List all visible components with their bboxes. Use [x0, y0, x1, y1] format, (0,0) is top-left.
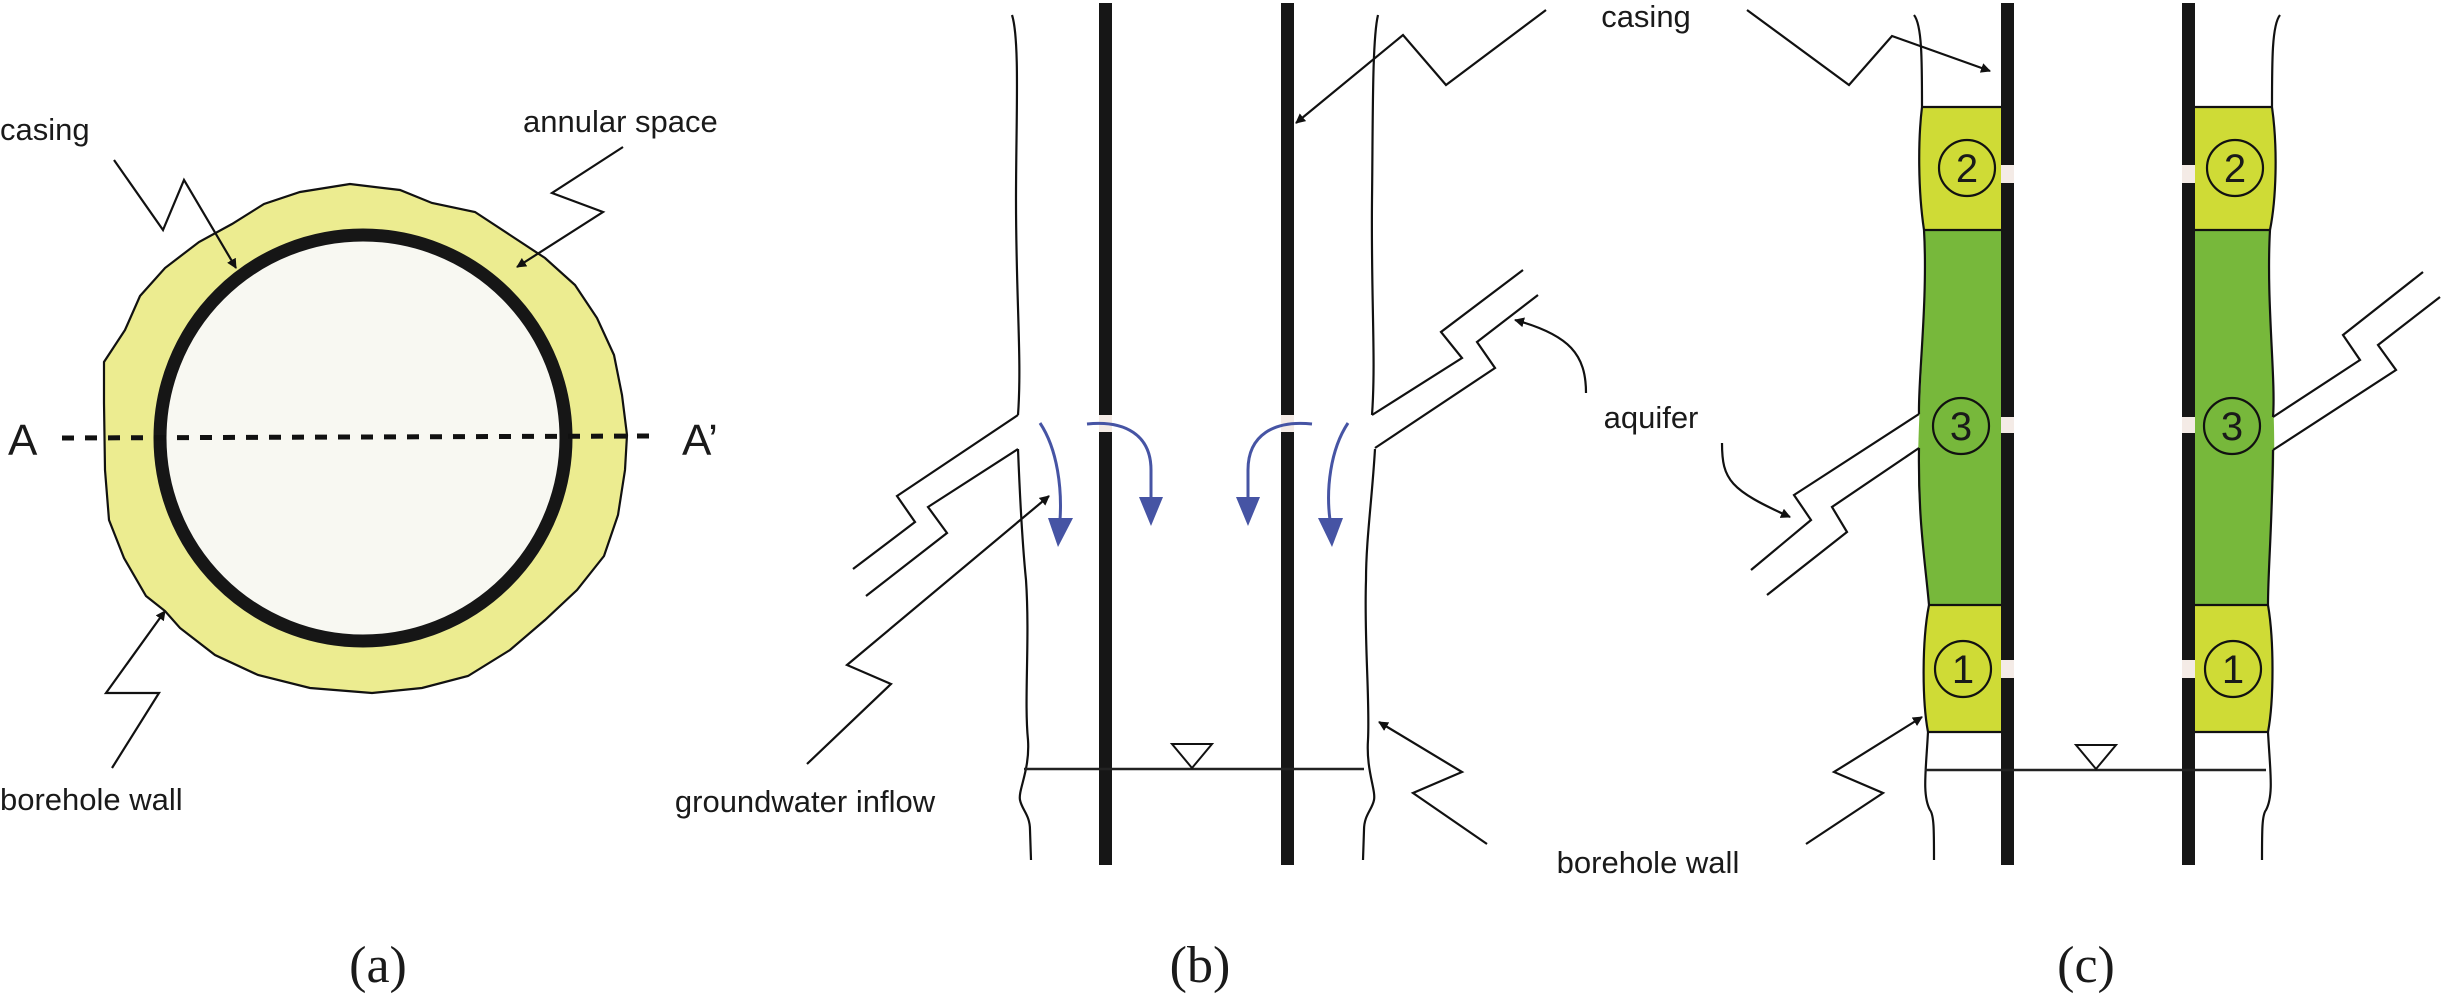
borehole-wall-pointer-c	[1805, 716, 1923, 845]
label-casing-a: casing	[0, 112, 90, 147]
screen-1-right	[2182, 660, 2195, 678]
aquifer-right-lower-b	[1374, 294, 1539, 449]
casing-right-c-mid	[2182, 183, 2195, 417]
zone-3-right	[2195, 230, 2275, 605]
aquifer-left-upper-b	[852, 414, 1019, 570]
borehole-wall-right-c	[2260, 14, 2281, 861]
annular-space-pointer	[516, 146, 624, 268]
section-label-a-prime: A’	[682, 416, 718, 465]
casing-left-c	[2001, 3, 2014, 165]
groundwater-inflow-pointer	[806, 495, 1050, 765]
aquifer-pointer-b	[1514, 317, 1588, 394]
flow-arrow-1-head	[1048, 518, 1073, 547]
panel-b: casing aquifer groundwater inflow boreho…	[675, 0, 1991, 994]
borehole-wall-right-b	[1361, 14, 1380, 861]
svg-text:2: 2	[2224, 147, 2246, 191]
aquifer-left-lower-c	[1766, 447, 1920, 596]
zone-marker-2-left: 2	[1937, 138, 1997, 198]
screen-2-left	[2001, 165, 2014, 183]
zone-marker-3-right: 3	[2202, 396, 2262, 456]
svg-text:3: 3	[1950, 405, 1972, 449]
zone-1-left	[1923, 605, 2001, 732]
zone-marker-1-right: 1	[2203, 639, 2263, 699]
aquifer-pointer-c	[1720, 442, 1791, 519]
label-borehole-wall-a: borehole wall	[0, 782, 183, 817]
flow-arrow-1	[1038, 422, 1062, 521]
casing-left-c-mid	[2001, 183, 2014, 417]
zone-3-left	[1918, 230, 2001, 605]
casing-pointer-c	[1746, 9, 1991, 87]
borehole-wall-left-c	[1913, 14, 1936, 861]
flow-arrow-2-head	[1139, 497, 1163, 526]
water-table-symbol-b	[1169, 743, 1215, 770]
borehole-wall-left-b	[1010, 14, 1033, 861]
section-line	[61, 433, 651, 441]
casing-pointer-b	[1295, 9, 1547, 124]
label-casing-bc: casing	[1601, 0, 1691, 34]
svg-text:2: 2	[1956, 147, 1978, 191]
casing-right-c-bottom	[2182, 678, 2195, 865]
screen-2-right	[2182, 165, 2195, 183]
panel-c: 2 2 3 3 1 1 (c)	[1750, 3, 2441, 994]
aquifer-left-lower-b	[865, 448, 1019, 597]
svg-text:1: 1	[1952, 648, 1974, 692]
svg-text:1: 1	[2222, 648, 2244, 692]
caption-a: (a)	[349, 937, 407, 994]
casing-right-b-lower	[1281, 432, 1294, 865]
caption-c: (c)	[2057, 937, 2115, 994]
flow-arrow-4	[1327, 422, 1350, 521]
label-borehole-wall-bc: borehole wall	[1557, 845, 1740, 880]
borehole-wall-pointer-b	[1378, 721, 1488, 845]
casing-left-b	[1099, 3, 1112, 415]
casing-right-c-low	[2182, 433, 2195, 660]
section-label-a: A	[8, 416, 38, 465]
aquifer-right-upper-b	[1371, 269, 1524, 416]
aquifer-right-lower-c	[2272, 296, 2441, 451]
label-aquifer: aquifer	[1604, 400, 1699, 435]
aquifer-left-upper-c	[1750, 413, 1920, 571]
label-groundwater-inflow: groundwater inflow	[675, 784, 936, 819]
casing-left-c-low	[2001, 433, 2014, 660]
casing-left-c-bottom	[2001, 678, 2014, 865]
caption-b: (b)	[1170, 937, 1231, 994]
casing-right-b	[1281, 3, 1294, 415]
zone-marker-3-left: 3	[1931, 396, 1991, 456]
zone-marker-1-left: 1	[1933, 639, 1993, 699]
svg-text:3: 3	[2221, 405, 2243, 449]
zone-2-left	[1919, 107, 2001, 230]
aquifer-right-upper-c	[2272, 271, 2424, 418]
borehole-wall-pointer-a	[103, 610, 166, 769]
flow-arrow-4-head	[1318, 518, 1343, 547]
screen-1-left	[2001, 660, 2014, 678]
flow-arrows	[1038, 421, 1350, 547]
zone-2-right	[2195, 107, 2276, 230]
panel-a: A A’ casing annular space borehole wall …	[0, 104, 718, 994]
flow-arrow-2	[1086, 421, 1153, 500]
casing-left-b-lower	[1099, 432, 1112, 865]
zone-1-right	[2195, 605, 2273, 732]
water-table-symbol-c	[2073, 744, 2119, 771]
flow-arrow-3	[1246, 421, 1313, 500]
zone-marker-2-right: 2	[2205, 138, 2265, 198]
casing-pointer-a	[113, 159, 237, 269]
screen-3-left	[2001, 417, 2014, 433]
screen-3-right	[2182, 417, 2195, 433]
label-annular-space: annular space	[523, 104, 718, 139]
flow-arrow-3-head	[1236, 497, 1260, 526]
casing-right-c	[2182, 3, 2195, 165]
